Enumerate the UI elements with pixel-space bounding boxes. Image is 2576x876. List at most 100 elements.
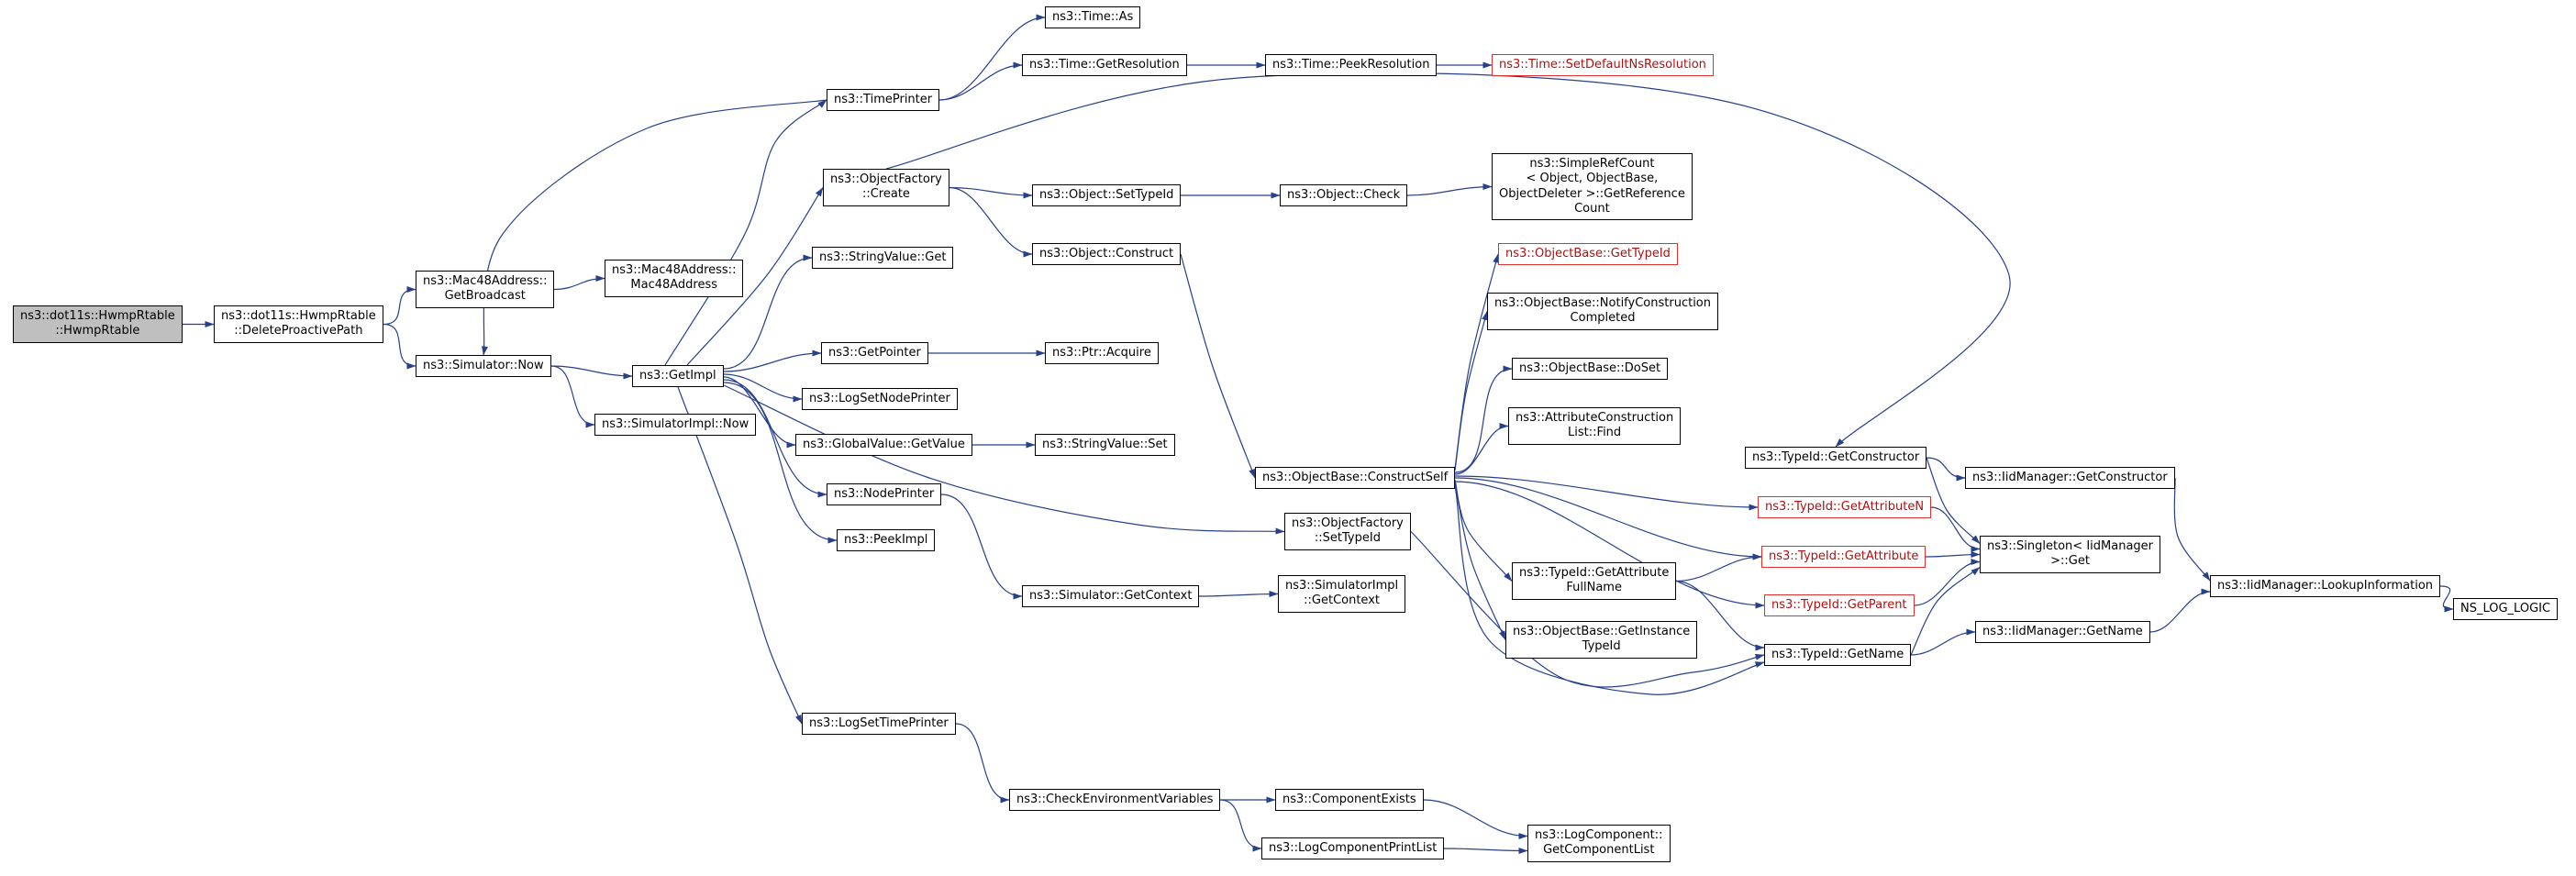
edge-getattribute-singletonget (1925, 551, 1981, 559)
graph-node-getpointer[interactable]: ns3::GetPointer (821, 342, 928, 365)
graph-node-checkenv[interactable]: ns3::CheckEnvironmentVariables (1009, 789, 1221, 812)
graph-node-deleteproactivepath[interactable]: ns3::dot11s::HwmpRtable ::DeleteProactiv… (214, 305, 383, 343)
edge-getimpl-peekimpl (723, 382, 838, 544)
graph-node-timeprinter[interactable]: ns3::TimePrinter (827, 89, 940, 112)
graph-node-getimpl[interactable]: ns3::GetImpl (632, 365, 724, 388)
edge-logsettimeprinter-checkenv (955, 723, 1010, 804)
graph-node-timeas[interactable]: ns3::Time::As (1045, 6, 1141, 29)
graph-node-peekresolution[interactable]: ns3::Time::PeekResolution (1265, 54, 1438, 77)
graph-node-objcheck[interactable]: ns3::Object::Check (1280, 184, 1408, 207)
graph-node-setdefaultns[interactable]: ns3::Time::SetDefaultNsResolution (1492, 54, 1714, 77)
graph-node-getbroadcast[interactable]: ns3::Mac48Address:: GetBroadcast (416, 271, 555, 308)
edge-factorycreate-typeidgetconstructor (885, 72, 2011, 448)
edge-constructself-notifyconstruction (1454, 311, 1488, 471)
graph-node-getinstancetypeid[interactable]: ns3::ObjectBase::GetInstance TypeId (1505, 621, 1698, 659)
graph-node-simimplgetcontext[interactable]: ns3::SimulatorImpl ::GetContext (1278, 575, 1406, 613)
graph-node-factorysettypeid[interactable]: ns3::ObjectFactory ::SetTypeId (1284, 513, 1411, 550)
edge-logcomponentprintlist-getcomponentlist (1443, 847, 1528, 854)
graph-node-simnow[interactable]: ns3::Simulator::Now (416, 355, 551, 378)
graph-node-getattribute[interactable]: ns3::TypeId::GetAttribute (1761, 546, 1926, 569)
edge-constructself-objbasegettypeid (1454, 253, 1500, 470)
edge-constructself-attrconstrfind (1454, 423, 1509, 475)
graph-node-simplerefcount[interactable]: ns3::SimpleRefCount < Object, ObjectBase… (1492, 153, 1693, 220)
graph-node-logsetnodeprinter[interactable]: ns3::LogSetNodePrinter (802, 388, 958, 411)
graph-node-simimplnow[interactable]: ns3::SimulatorImpl::Now (594, 414, 757, 437)
graph-node-objbasegettypeid[interactable]: ns3::ObjectBase::GetTypeId (1498, 243, 1678, 266)
graph-node-iidgetname[interactable]: ns3::IidManager::GetName (1975, 621, 2150, 644)
edge-deleteproactivepath-simnow (383, 323, 416, 370)
edge-typeidgetconstructor-iidgetconstructor (1926, 457, 1966, 482)
graph-node-nodeprinter[interactable]: ns3::NodePrinter (827, 483, 942, 506)
edge-constructself-typeidgetname (1454, 485, 1765, 695)
graph-node-singletonget[interactable]: ns3::Singleton< IidManager >::Get (1980, 536, 2161, 573)
graph-node-mac48address[interactable]: ns3::Mac48Address:: Mac48Address (605, 260, 744, 297)
edge-getattributen-singletonget (1930, 506, 1981, 552)
graph-node-ptracquire[interactable]: ns3::Ptr::Acquire (1045, 342, 1159, 365)
edge-getattrfullname-getattribute (1675, 553, 1762, 582)
edge-simnow-getimpl (550, 365, 633, 380)
graph-node-componentexists[interactable]: ns3::ComponentExists (1275, 789, 1424, 812)
edge-timeprinter-timeas (938, 14, 1046, 101)
edge-timeprinter-simnow (482, 99, 827, 356)
graph-node-logsettimeprinter[interactable]: ns3::LogSetTimePrinter (802, 713, 956, 736)
graph-node-typeidgetname[interactable]: ns3::TypeId::GetName (1764, 644, 1912, 667)
edge-getparent-singletonget (1914, 559, 1981, 606)
graph-node-attrconstrfind[interactable]: ns3::AttributeConstruction List::Find (1508, 407, 1682, 445)
edge-getimpl-stringvalueget (723, 254, 813, 370)
graph-node-typeidgetconstructor[interactable]: ns3::TypeId::GetConstructor (1745, 447, 1927, 470)
edge-constructself-getinstancetypeid (1454, 482, 1506, 640)
edge-constructself-getparent (1454, 481, 1765, 609)
edge-timeprinter-getresolution (938, 61, 1023, 101)
edge-factorycreate-objsettypeid (949, 186, 1033, 199)
graph-node-constructself[interactable]: ns3::ObjectBase::ConstructSelf (1255, 467, 1456, 490)
graph-node-globalvaluegetvalue[interactable]: ns3::GlobalValue::GetValue (795, 434, 972, 457)
edge-getimpl-globalvaluegetvalue (723, 376, 796, 449)
graph-node-iidgetconstructor[interactable]: ns3::IidManager::GetConstructor (1965, 467, 2175, 490)
edge-factorycreate-objconstruct (949, 186, 1033, 258)
graph-node-objsettypeid[interactable]: ns3::Object::SetTypeId (1032, 184, 1182, 207)
graph-node-getparent[interactable]: ns3::TypeId::GetParent (1764, 594, 1915, 617)
edge-constructself-doset (1454, 365, 1513, 473)
edge-typeidgetconstructor-singletonget (1926, 457, 1981, 544)
edge-getimpl-logsettimeprinter (677, 386, 803, 725)
edge-checkenv-logcomponentprintlist (1219, 799, 1262, 852)
edge-factorysettypeid-typeidgetname (1410, 531, 1765, 688)
graph-node-doset[interactable]: ns3::ObjectBase::DoSet (1512, 358, 1669, 381)
graph-node-logcomponentprintlist[interactable]: ns3::LogComponentPrintList (1261, 837, 1445, 860)
edge-simnow-simimplnow (550, 365, 595, 428)
edge-typeidgetname-singletonget (1910, 567, 1981, 656)
graph-node-stringvalueget[interactable]: ns3::StringValue::Get (812, 247, 954, 270)
graph-node-notifyconstruction[interactable]: ns3::ObjectBase::NotifyConstruction Comp… (1487, 293, 1718, 330)
edge-constructself-getattribute (1454, 477, 1762, 560)
graph-node-getattributen[interactable]: ns3::TypeId::GetAttributeN (1758, 496, 1932, 519)
graph-node-factorycreate[interactable]: ns3::ObjectFactory ::Create (823, 169, 949, 206)
graph-node-hwmprtable[interactable]: ns3::dot11s::HwmpRtable ::HwmpRtable (13, 305, 183, 343)
graph-node-peekimpl[interactable]: ns3::PeekImpl (837, 529, 936, 552)
graph-node-nsloglogic[interactable]: NS_LOG_LOGIC (2453, 598, 2559, 621)
edge-getimpl-factorysettypeid (723, 384, 1285, 535)
edge-getattrfullname-typeidgetname (1675, 580, 1765, 651)
edge-objconstruct-constructself (1180, 253, 1256, 479)
edge-nodeprinter-simgetcontext (940, 493, 1023, 600)
graph-node-getattrfullname[interactable]: ns3::TypeId::GetAttribute FullName (1512, 562, 1677, 600)
graph-node-objconstruct[interactable]: ns3::Object::Construct (1032, 243, 1182, 266)
edge-lookupinformation-nsloglogic (2439, 585, 2454, 613)
edge-constructself-getattributen (1454, 475, 1759, 511)
graph-node-getresolution[interactable]: ns3::Time::GetResolution (1022, 54, 1187, 77)
graph-node-lookupinformation[interactable]: ns3::IidManager::LookupInformation (2210, 575, 2441, 598)
edge-getimpl-timeprinter (664, 99, 827, 366)
graph-node-simgetcontext[interactable]: ns3::Simulator::GetContext (1022, 585, 1200, 608)
edge-getimpl-logsetnodeprinter (723, 373, 803, 403)
edge-deleteproactivepath-getbroadcast (383, 286, 416, 326)
edge-getimpl-nodeprinter (723, 379, 827, 498)
graph-node-stringvalueset[interactable]: ns3::StringValue::Set (1035, 434, 1175, 457)
edge-getimpl-factorycreate (686, 187, 824, 366)
graph-node-getcomponentlist[interactable]: ns3::LogComponent:: GetComponentList (1527, 825, 1671, 862)
edge-iidgetconstructor-lookupinformation (2173, 477, 2211, 582)
edge-getbroadcast-mac48address (553, 275, 605, 291)
edge-simgetcontext-simimplgetcontext (1198, 591, 1279, 598)
edge-objcheck-simplerefcount (1406, 183, 1493, 196)
edge-typeidgetname-iidgetname (1910, 628, 1976, 656)
